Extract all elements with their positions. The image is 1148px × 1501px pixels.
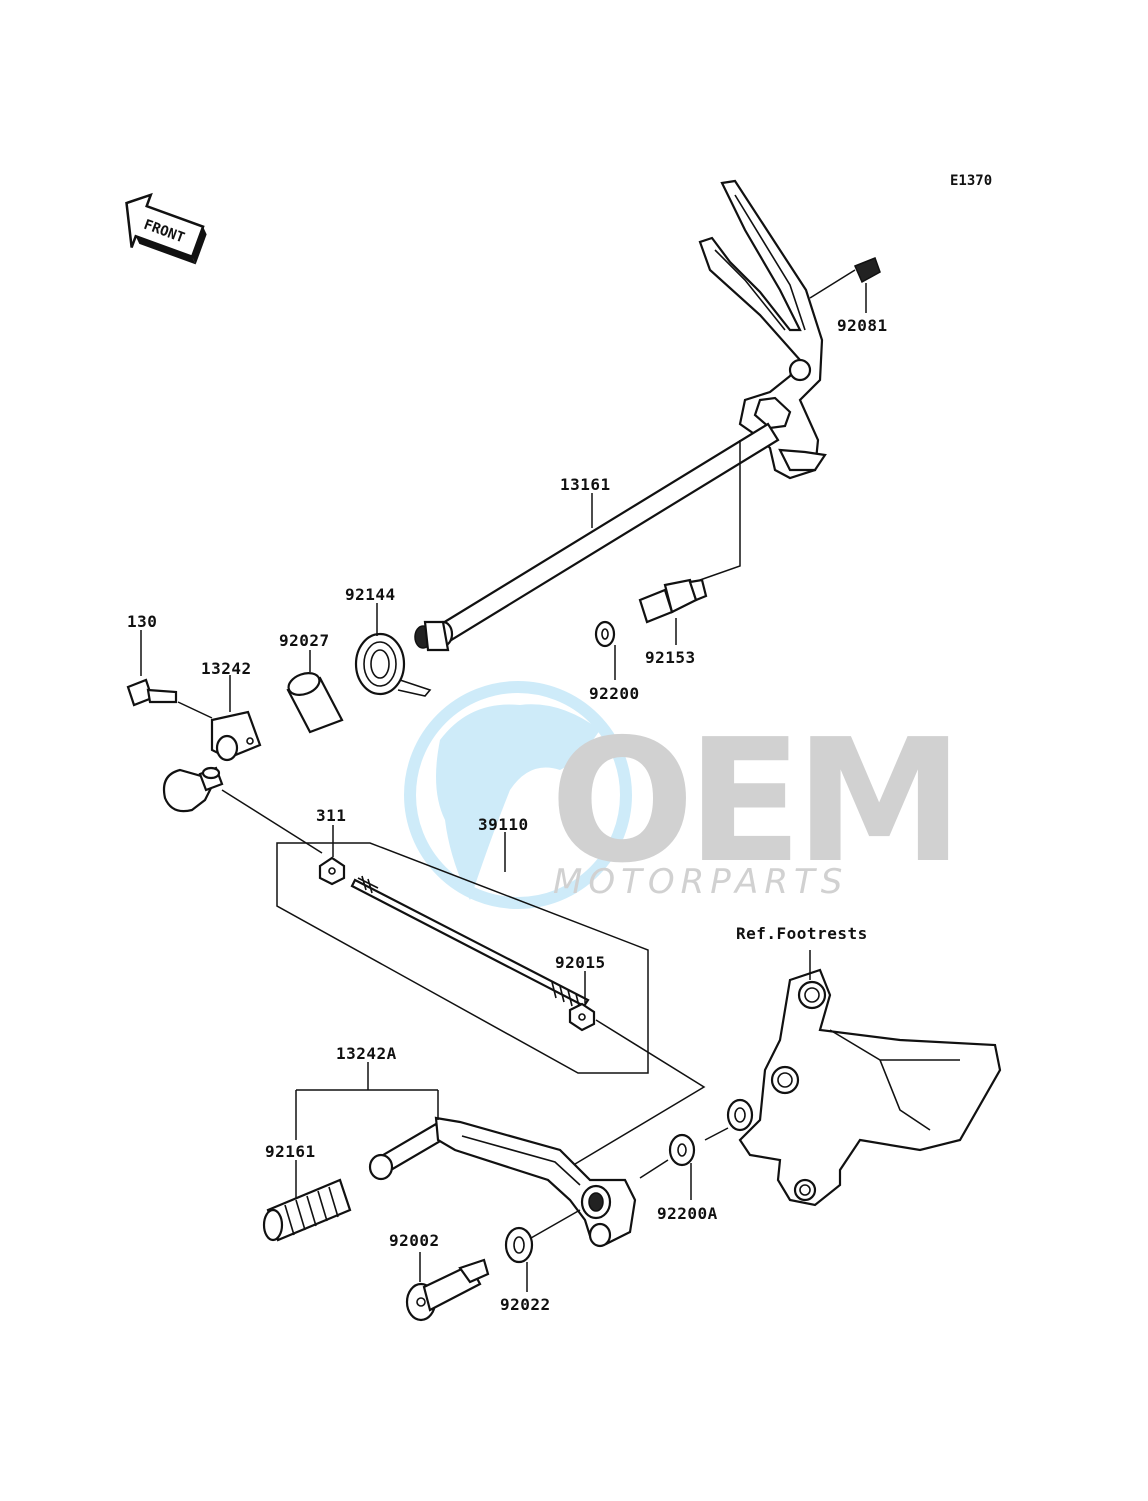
diagram-code: E1370 [950,173,992,189]
label-92002: 92002 [389,1231,440,1250]
shift-arm [698,179,827,480]
part-92200: 92200 [589,620,640,703]
watermark-logo: OEM [550,703,956,901]
label-92161: 92161 [265,1142,316,1161]
part-92200A: 92200A [639,1133,718,1223]
part-13242A: 13242A [295,1044,637,1248]
part-92161: 92161 [262,1142,352,1242]
label-92200: 92200 [589,684,640,703]
label-39110: 39110 [478,815,529,834]
label-92027: 92027 [279,631,330,650]
label-13242A: 13242A [336,1044,397,1063]
part-92027: 92027 [279,631,344,734]
watermark-globe-icon [404,681,632,909]
label-13161: 13161 [560,475,611,494]
part-92002: 92002 [389,1231,490,1322]
part-311: 311 [316,806,346,886]
label-92200A: 92200A [657,1204,718,1223]
label-92022: 92022 [500,1295,551,1314]
part-92022: 92022 [500,1209,581,1314]
front-arrow-icon: FRONT [125,192,207,265]
label-92081: 92081 [837,316,888,335]
watermark-tagline: MOTORPARTS [553,862,848,902]
label-92144: 92144 [345,585,396,604]
watermark: OEM MOTORPARTS [404,681,964,909]
label-13242: 13242 [201,659,252,678]
part-39110-bracket: 39110 [276,815,649,1074]
footrest-bracket: Ref.Footrests [736,924,1002,1207]
part-92144: 92144 [345,585,432,697]
pivot-pin [704,1098,754,1141]
part-13161: 13161 [414,422,780,652]
part-92153: 92153 [638,440,741,667]
label-130: 130 [127,612,157,631]
part-13242: 13242 [162,659,323,854]
label-ref-footrests: Ref.Footrests [736,924,868,943]
label-92015: 92015 [555,953,606,972]
part-92015: 92015 [555,953,706,1171]
part-130: 130 [126,612,213,719]
part-92081: 92081 [809,257,888,335]
label-311: 311 [316,806,346,825]
label-92153: 92153 [645,648,696,667]
